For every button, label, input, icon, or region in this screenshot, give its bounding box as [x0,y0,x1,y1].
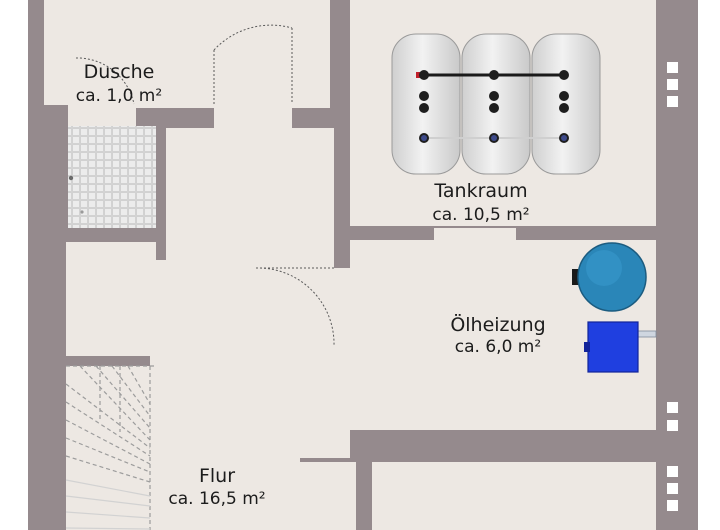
floor-flur [66,0,656,530]
room-area: ca. 1,0 m² [76,86,162,106]
room-area: ca. 16,5 m² [168,489,265,509]
room-label-tankraum: Tankraum ca. 10,5 m² [432,180,529,225]
door-swing-icon [75,24,335,347]
room-name: Ölheizung [450,313,545,336]
oil-heater-icon [584,321,657,373]
oil-tank-icon [391,33,601,175]
floor-lower-right [372,462,656,530]
floor-lower-middle [300,462,356,530]
staircase-treads [65,479,151,530]
shower-tray-icon [68,126,156,228]
room-label-heizung: Ölheizung ca. 6,0 m² [450,313,545,357]
floor-dusche [44,0,214,126]
room-label-dusche: Dusche ca. 1,0 m² [76,61,162,106]
room-name: Tankraum [433,180,527,202]
room-area: ca. 10,5 m² [432,205,529,225]
room-label-flur: Flur ca. 16,5 m² [168,465,265,509]
room-name: Dusche [84,61,155,83]
boiler-tank-icon [572,242,647,312]
room-name: Flur [199,465,235,487]
floor-flur-stair [66,366,156,530]
window-icon [667,62,678,511]
room-area: ca. 6,0 m² [455,337,541,357]
staircase-icon [65,365,156,530]
